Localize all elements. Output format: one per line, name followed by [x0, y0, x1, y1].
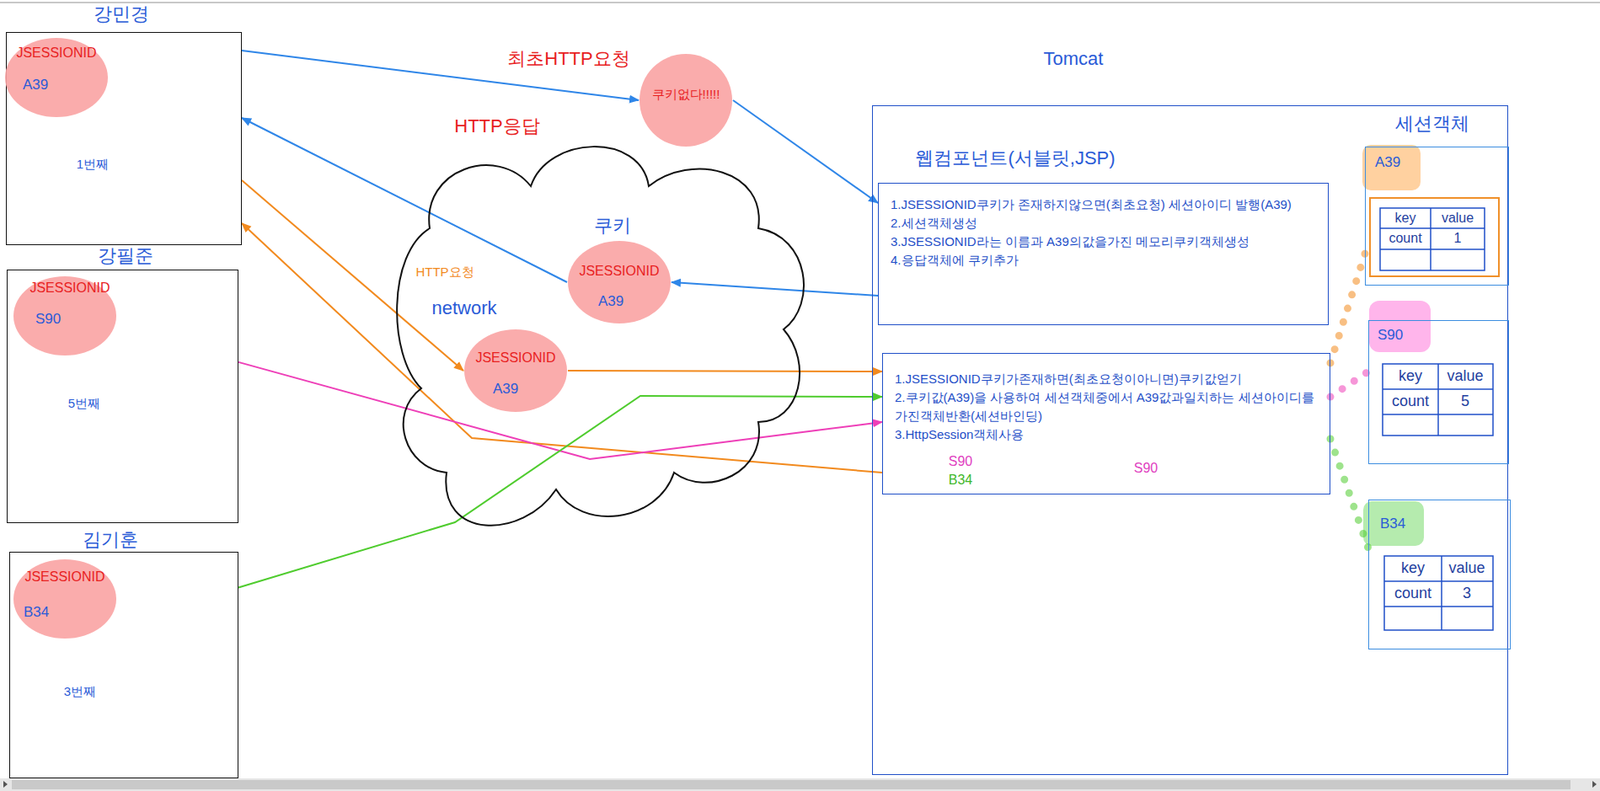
flow-label: 쿠키 [593, 214, 632, 237]
circle-fill [464, 329, 568, 413]
table-cell: 1 [1454, 230, 1462, 247]
client-name: 강민경 [93, 3, 150, 26]
table-cell: key [1401, 559, 1425, 578]
flow-label: HTTP응답 [454, 115, 540, 138]
no-cookie-note: 쿠키없다!!!!! [652, 86, 721, 102]
process-box: 1.JSESSIONID쿠키가 존재하지않으면(최초요청) 세션아이디 발행(A… [877, 182, 1329, 326]
step-text: 2.쿠키값(A39)을 사용하여 세션객체중에서 A39값과일치하는 세션아이디… [894, 388, 1320, 426]
step-text: 4.응답객체에 쿠키추가 [890, 251, 1318, 270]
step-text: 2.세션객체생성 [890, 214, 1318, 233]
session-tag: S90 [948, 453, 973, 470]
step-text: 3.JSESSIONID라는 이름과 A39의값을가진 메모리쿠키객체생성 [890, 232, 1318, 252]
cookie-circle: JSESSIONID S90 [12, 275, 118, 357]
session-object: S90 [1368, 320, 1510, 465]
tomcat-box: Tomcat1.JSESSIONID쿠키가 존재하지않으면(최초요청) 세션아이… [872, 105, 1509, 776]
session-id: A39 [598, 293, 624, 311]
scroll-arrow [3, 781, 8, 788]
client-box: 강필준5번째JSESSIONIDS90 [6, 269, 239, 524]
circle-shape [463, 328, 568, 413]
session-table [1380, 208, 1485, 271]
table-cell: value [1448, 559, 1485, 578]
flow-arrow [733, 100, 878, 204]
circle-fill [639, 53, 733, 147]
flow-arrow [241, 223, 883, 473]
table-cell: key [1395, 209, 1417, 226]
cloud-path [396, 146, 804, 526]
session-table [1384, 556, 1493, 631]
scroll-arrow [1592, 781, 1597, 788]
circle-fill [5, 37, 108, 118]
id-highlight [1363, 501, 1424, 546]
scroll-thumb [11, 780, 1571, 790]
session-object: B34 [1368, 499, 1511, 650]
binding-dots [1330, 438, 1369, 549]
cookie-name: JSESSIONID [16, 44, 97, 61]
flow-label: HTTP요청 [415, 264, 474, 280]
table-cell: count [1394, 584, 1432, 604]
request-count: 1번째 [76, 156, 109, 172]
binding-dots [1330, 371, 1369, 397]
table-frame [1369, 197, 1499, 277]
cookie-circle: JSESSIONID A39 [4, 37, 109, 118]
flow-arrow [241, 117, 568, 283]
request-count: 3번째 [64, 684, 97, 700]
circle-fill [13, 276, 117, 356]
client-name: 김기훈 [82, 529, 139, 552]
flow-label: 최초HTTP요청 [507, 48, 630, 70]
table-cell: value [1446, 367, 1483, 386]
cookie-name: JSESSIONID [475, 349, 556, 366]
group-label: 웹컴포넌트(서블릿,JSP) [915, 147, 1115, 170]
session-id: A39 [1375, 154, 1401, 172]
session-id: S90 [35, 310, 61, 328]
request-count: 5번째 [68, 395, 101, 412]
flow-arrow [671, 282, 878, 296]
cloud-outline [387, 135, 818, 546]
session-id: S90 [1377, 326, 1403, 344]
session-id: B34 [23, 604, 49, 621]
id-highlight [1369, 300, 1431, 353]
cookie-circle: JSESSIONID A39 [463, 328, 568, 413]
session-tag: B34 [948, 471, 973, 488]
step-text: 1.JSESSIONID쿠키가존재하면(최초요청이아니면)쿠키값얻기 [894, 369, 1320, 389]
cookie-name: JSESSIONID [29, 279, 110, 296]
session-object: A39 [1364, 146, 1510, 286]
group-label: 세션객체 [1395, 112, 1470, 135]
circle-fill [567, 240, 671, 324]
id-highlight [1362, 144, 1421, 191]
window-edge [0, 1, 1600, 4]
network-label: network [431, 297, 497, 320]
network-cloud: networkJSESSIONIDA39JSESSIONIDA39 [387, 135, 818, 546]
flow-arrow [567, 370, 883, 372]
table-cell: count [1388, 230, 1422, 247]
flow-arrow [238, 395, 883, 589]
session-tag: S90 [1134, 460, 1158, 477]
step-text: 1.JSESSIONID쿠키가 존재하지않으면(최초요청) 세션아이디 발행(A… [890, 195, 1318, 215]
cookie-name: JSESSIONID [578, 262, 659, 279]
client-name: 강필준 [97, 245, 154, 268]
session-id: A39 [22, 76, 49, 94]
step-text: 3.HttpSession객체사용 [894, 425, 1320, 445]
cookie-name: JSESSIONID [24, 568, 105, 585]
circle-shape [567, 240, 672, 325]
scrollbar [0, 778, 1600, 791]
table-cell: count [1391, 392, 1429, 412]
session-id: B34 [1380, 515, 1406, 533]
circle-fill [13, 559, 117, 639]
table-cell: 3 [1462, 584, 1472, 604]
table-cell: value [1441, 209, 1474, 226]
client-box: 김기훈3번째JSESSIONIDB34 [9, 551, 239, 779]
session-id: A39 [492, 380, 519, 398]
client-box: 강민경1번째JSESSIONIDA39 [5, 32, 242, 246]
table-cell: key [1398, 367, 1423, 386]
binding-dots [1330, 253, 1365, 364]
session-table [1382, 363, 1493, 436]
cookie-circle: JSESSIONID A39 [567, 240, 672, 325]
server-name: Tomcat [1043, 48, 1104, 70]
no-cookie-circle: 쿠키없다!!!!! [638, 53, 734, 148]
table-cell: 5 [1460, 392, 1470, 412]
cookie-circle: JSESSIONID B34 [12, 558, 118, 640]
